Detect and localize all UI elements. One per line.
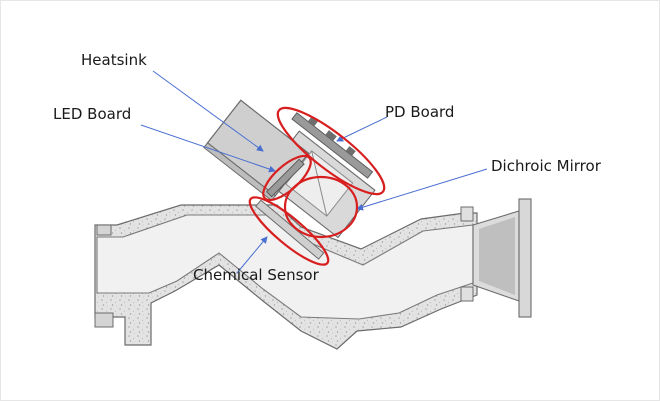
highlight-pd-board [276,106,386,196]
label-pd-board: PD Board [385,103,454,121]
label-heatsink: Heatsink [81,51,147,69]
left-port-tab [94,312,114,328]
leader-line-pd-board [336,116,388,142]
leader-line-dichroic-mirror [356,168,488,211]
leader-line-heatsink [152,70,264,152]
leader-line-chemical-sensor [236,236,268,274]
label-led-board: LED Board [53,105,131,123]
label-dichroic-mirror: Dichroic Mirror [491,157,602,175]
led-board-part [265,158,305,198]
highlight-chemical-sensor [248,196,330,266]
outlet-flange-bolt [460,286,474,302]
pd-board-part [291,112,374,179]
label-chemical-sensor: Chemical Sensor [193,266,320,284]
outlet-flare-shading [479,217,515,295]
outlet-flange-bolt [460,206,474,222]
outlet-flange [518,198,532,318]
highlight-dichroic-mirror [283,175,359,239]
left-port-tab [96,224,112,236]
leader-line-led-board [140,124,276,173]
